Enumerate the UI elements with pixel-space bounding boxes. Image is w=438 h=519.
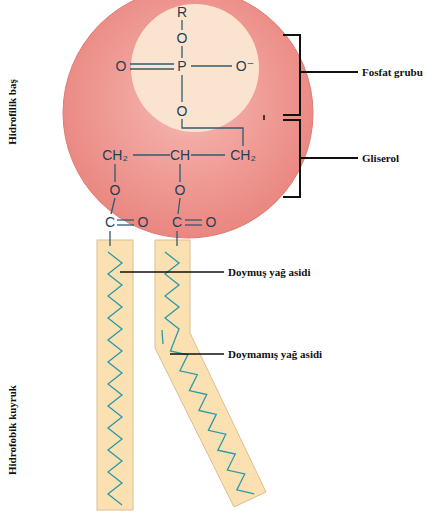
atom-symbol: O [138,215,149,229]
atom-symbol: CH [170,148,190,162]
unsaturated-tail [155,240,266,507]
part-label: Fosfat grubu [362,67,423,78]
part-label: Doymamış yağ asidi [228,349,322,360]
atom-symbol: O [177,31,188,45]
saturated-tail [97,240,133,510]
fatty-acid-chains [108,252,254,505]
part-label: Gliserol [362,153,399,164]
hydrophilic-head [63,0,313,238]
saturated-chain [108,252,122,505]
leader-lines [120,272,224,354]
atom-symbol: O [206,215,217,229]
atom-symbol: O [110,183,121,197]
atom-symbol: O [116,59,127,73]
atom-symbol: C [172,215,182,229]
atom-symbol: C [105,215,115,229]
part-label: Hidrofobik kuyruk [7,385,18,475]
unsaturated-chain [165,252,254,494]
part-label: Doymuş yağ asidi [228,267,311,278]
chemical-bonds [110,20,243,246]
atom-symbol: R [177,5,187,19]
double-bond [162,330,163,344]
atom-symbol: O [177,104,188,118]
atom-symbol: CH₂ [102,148,128,162]
atom-symbol: P [177,59,186,73]
atom-symbol: CH₂ [230,148,256,162]
atom-symbol: O [175,183,186,197]
atom-symbol: O⁻ [236,59,254,73]
brackets [264,35,358,197]
part-label: Hidrofilik baş [7,79,18,145]
phosphate-region [131,4,259,132]
